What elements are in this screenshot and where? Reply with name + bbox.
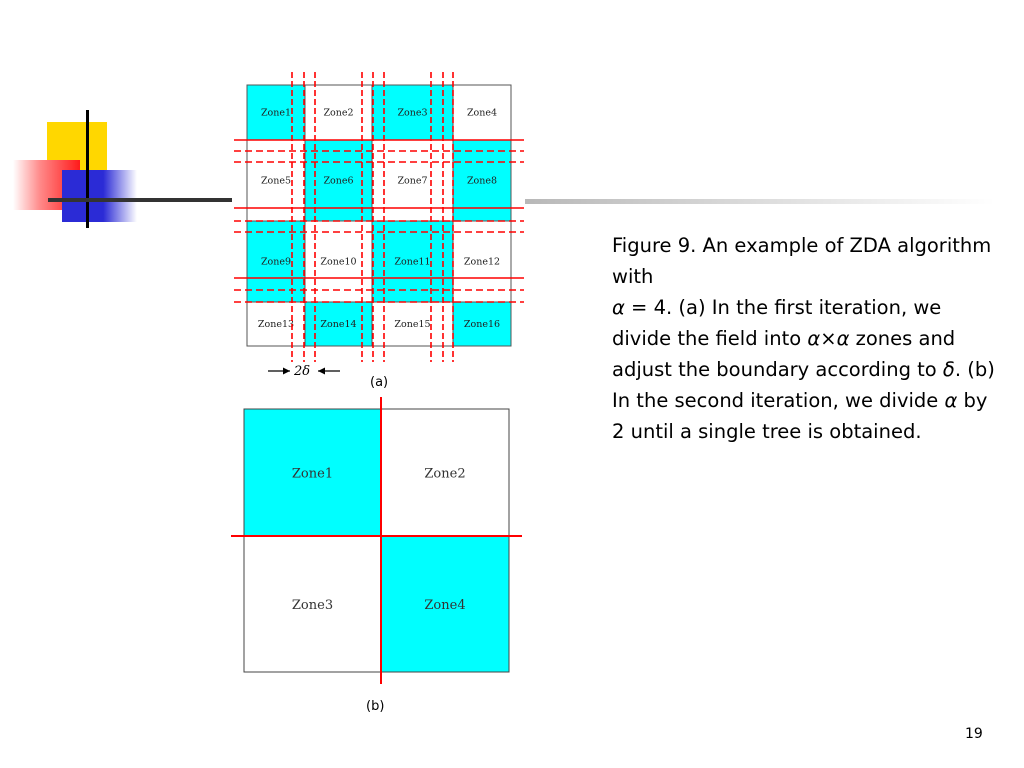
zone-label: Zone9 xyxy=(261,257,291,268)
figure-b-cells xyxy=(243,408,510,673)
zone-label: Zone2 xyxy=(424,467,465,482)
zone-cell xyxy=(246,301,306,347)
figure-b-caption: (b) xyxy=(366,699,384,714)
figure-caption: Figure 9. An example of ZDA algorithm wi… xyxy=(612,230,1002,447)
delta-marker: 2δ xyxy=(268,364,340,379)
zone-label: Zone16 xyxy=(464,319,500,330)
zone-cell xyxy=(371,220,454,303)
caption-alpha: α xyxy=(612,296,625,319)
zone-label: Zone7 xyxy=(397,176,427,187)
caption-line-3: zones and adjust the boundary according … xyxy=(612,327,956,381)
delta-label: 2δ xyxy=(293,364,310,379)
figure-a-boundaries xyxy=(234,72,524,362)
zone-label: Zone15 xyxy=(394,319,430,330)
caption-line-2: = 4. (a) In the first iteration, we divi… xyxy=(612,296,942,350)
page-number: 19 xyxy=(965,726,983,742)
zone-cell xyxy=(380,408,510,537)
zone-label: Zone6 xyxy=(323,176,353,187)
figure-a-cells xyxy=(246,84,512,347)
zone-cell xyxy=(452,220,512,303)
decoration-vertical-line xyxy=(86,110,89,228)
zone-label: Zone8 xyxy=(467,176,497,187)
zone-label: Zone4 xyxy=(467,108,497,119)
zone-label: Zone11 xyxy=(394,257,430,268)
caption-line-4: . (b) In the second iteration, we divide xyxy=(612,358,995,412)
zone-cell xyxy=(304,84,373,141)
title-rule xyxy=(525,199,995,204)
zone-label: Zone1 xyxy=(261,108,291,119)
figure-a-caption: (a) xyxy=(370,375,388,390)
zone-label: Zone4 xyxy=(424,598,465,613)
zone-label: Zone3 xyxy=(397,108,427,119)
caption-axa-times: × xyxy=(820,327,837,350)
zone-label: Zone2 xyxy=(323,108,353,119)
caption-delta: δ xyxy=(942,358,955,381)
zone-cell xyxy=(380,535,510,673)
zone-label: Zone1 xyxy=(292,467,333,482)
zone-label: Zone5 xyxy=(261,176,291,187)
zone-label: Zone10 xyxy=(320,257,356,268)
zone-cell xyxy=(243,408,382,537)
zone-label: Zone12 xyxy=(464,257,500,268)
caption-line-5: by 2 until a single tree is obtained. xyxy=(612,389,988,443)
zone-cell xyxy=(243,535,382,673)
zone-label: Zone14 xyxy=(320,319,356,330)
figure-b-boundaries xyxy=(231,397,522,684)
zone-cell xyxy=(452,301,512,347)
decoration-horizontal-line xyxy=(48,198,232,202)
decoration-blue-square xyxy=(62,170,137,222)
caption-axa-2: α xyxy=(836,327,850,350)
caption-alpha-2: α xyxy=(944,389,958,412)
zone-label: Zone13 xyxy=(258,319,294,330)
zone-cell xyxy=(246,220,306,303)
caption-axa-1: α xyxy=(807,327,821,350)
zone-cell xyxy=(304,220,373,303)
caption-line-1: Figure 9. An example of ZDA algorithm wi… xyxy=(612,234,992,288)
zone-label: Zone3 xyxy=(292,598,333,613)
